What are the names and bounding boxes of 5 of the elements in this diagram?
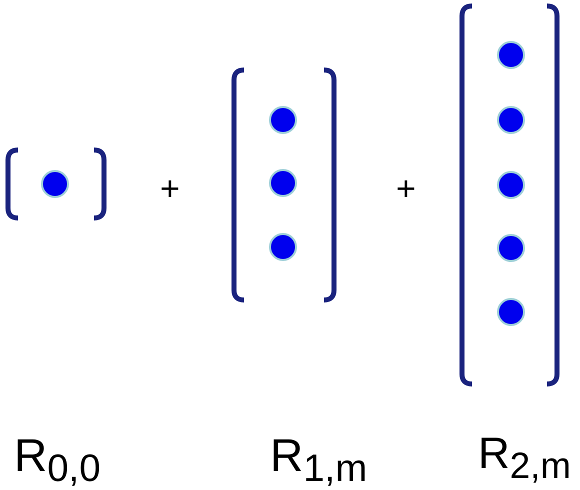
matrix-label: R$_{1,m}$: [270, 432, 368, 489]
matrix-label: R$_{0,0}$: [14, 432, 101, 489]
plus-sign: +: [396, 172, 416, 206]
matrix-label: R$_{2,m}$: [478, 432, 571, 484]
plus-sign: +: [160, 172, 180, 206]
